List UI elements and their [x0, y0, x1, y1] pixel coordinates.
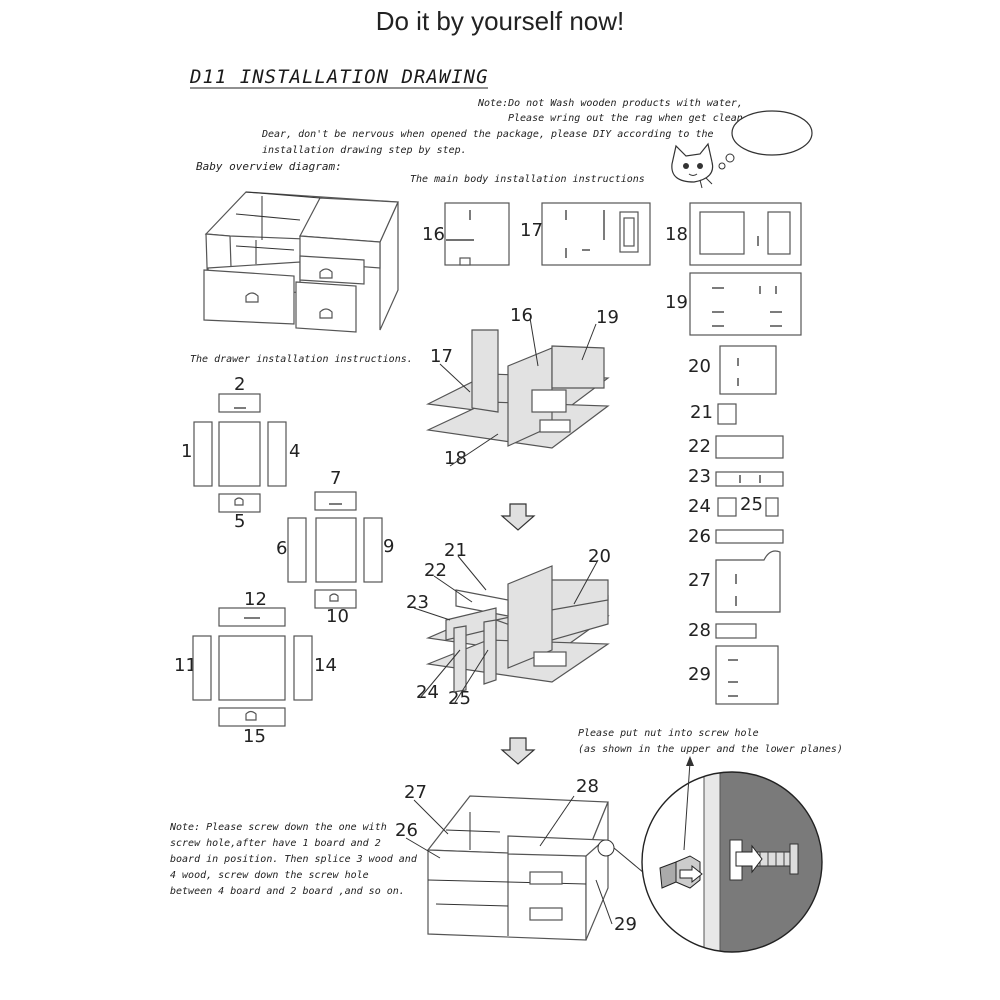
part-13: 13 [243, 654, 266, 675]
down-arrow-icon [500, 503, 536, 531]
down-arrow-icon-2 [500, 737, 536, 765]
main-body-label: The main body installation instructions [410, 174, 645, 185]
callout-29: 29 [614, 914, 637, 935]
part-23: 23 [688, 466, 711, 487]
callout-26: 26 [395, 820, 418, 841]
part-1: 1 [181, 441, 193, 462]
part-25: 25 [740, 494, 763, 515]
screw-note-line1: Note: Please screw down the one with [170, 822, 387, 833]
part-27: 27 [688, 570, 711, 591]
callout-17: 17 [430, 346, 453, 367]
intro-note-line1: Dear, don't be nervous when opened the p… [262, 129, 714, 140]
callout-22: 22 [424, 560, 447, 581]
drawer-parts [192, 393, 383, 727]
cat-bubble-text: START DIY COME ON! GOGOGO! [740, 118, 806, 148]
part-22: 22 [688, 436, 711, 457]
callout-27: 27 [404, 782, 427, 803]
part-16: 16 [422, 224, 445, 245]
part-5: 5 [234, 511, 246, 532]
part-14: 14 [314, 655, 337, 676]
drawing-title: D11 INSTALLATION DRAWING [190, 66, 489, 88]
callout-23: 23 [406, 592, 429, 613]
part-26: 26 [688, 526, 711, 547]
drawer-label: The drawer installation instructions. [190, 354, 413, 365]
overview-label: Baby overview diagram: [196, 160, 342, 173]
screw-note-line3: board in position. Then splice 3 wood an… [170, 854, 417, 865]
nut-note-line1: Please put nut into screw hole [578, 728, 759, 739]
callout-25: 25 [448, 688, 471, 709]
part-11: 11 [174, 655, 197, 676]
part-12: 12 [244, 589, 267, 610]
callout-19: 19 [596, 307, 619, 328]
part-7: 7 [330, 468, 342, 489]
part-28: 28 [688, 620, 711, 641]
part-6: 6 [276, 538, 288, 559]
nut-detail [641, 756, 823, 953]
overview-diagram [203, 191, 399, 333]
part-29: 29 [688, 664, 711, 685]
callout-16: 16 [510, 305, 533, 326]
callout-24: 24 [416, 682, 439, 703]
cat-bubble-line3: GOGOGO! [756, 138, 790, 147]
part-20: 20 [688, 356, 711, 377]
part-3: 3 [233, 440, 245, 461]
part-17: 17 [520, 220, 543, 241]
part-8: 8 [329, 538, 341, 559]
screw-note-line4: 4 wood, screw down the screw hole [170, 870, 369, 881]
wash-note-line1: Note:Do not Wash wooden products with wa… [478, 98, 743, 109]
part-24: 24 [688, 496, 711, 517]
intro-note-line2: installation drawing step by step. [262, 145, 467, 156]
part-19: 19 [665, 292, 688, 313]
part-9: 9 [383, 536, 395, 557]
page-title: Do it by yourself now! [375, 6, 625, 36]
callout-28: 28 [576, 776, 599, 797]
cat-bubble-line2: COME ON! [753, 128, 793, 137]
assembly-step-1 [425, 317, 610, 467]
part-10: 10 [326, 606, 349, 627]
part-18: 18 [665, 224, 688, 245]
callout-21: 21 [444, 540, 467, 561]
screw-note-line5: between 4 board and 2 board ,and so on. [170, 886, 405, 897]
cat-bubble-line1: START DIY [751, 118, 795, 127]
part-4: 4 [289, 441, 301, 462]
nut-note-line2: (as shown in the upper and the lower pla… [578, 744, 843, 755]
screw-note-line2: screw hole,after have 1 board and 2 [170, 838, 381, 849]
wash-note-line2: Please wring out the rag when get clean. [508, 113, 749, 124]
callout-18: 18 [444, 448, 467, 469]
part-21: 21 [690, 402, 713, 423]
callout-20: 20 [588, 546, 611, 567]
part-2: 2 [234, 374, 246, 395]
main-body-parts [444, 202, 802, 705]
part-15: 15 [243, 726, 266, 747]
